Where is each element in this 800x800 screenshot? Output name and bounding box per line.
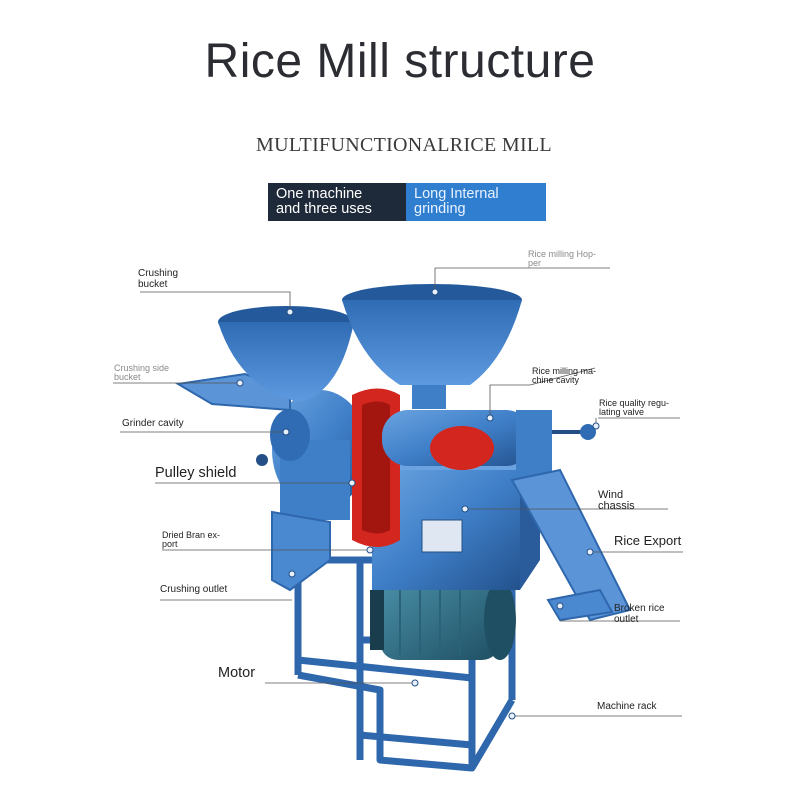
grinder-cavity <box>256 390 368 520</box>
label-broken-rice-outlet-line2: outlet <box>614 614 639 625</box>
label-crushing-side-bucket-line1: Crushing side <box>114 363 170 373</box>
label-rice-milling-cavity-line1: Rice milling ma- <box>532 366 597 376</box>
label-wind-chassis-line1: Wind <box>598 489 624 501</box>
label-machine-rack: Machine rack <box>597 701 657 712</box>
motor-body <box>370 580 516 660</box>
badge-one-machine: One machine and three uses <box>268 183 406 221</box>
label-dried-bran-export: Dried Bran ex- port <box>162 531 220 549</box>
label-dried-bran-export-line2: port <box>162 539 178 549</box>
label-broken-rice-outlet: Broken rice outlet <box>614 603 665 625</box>
page-subtitle: MULTIFUNCTIONALRICE MILL <box>256 134 552 156</box>
label-rice-milling-hopper: Rice milling Hop- per <box>528 250 596 268</box>
badge-one-machine-line1: One machine <box>276 186 363 202</box>
label-crushing-bucket: Crushing bucket <box>138 268 178 290</box>
crushing-bucket <box>218 306 354 402</box>
label-rice-export: Rice Export <box>614 533 682 548</box>
label-wind-chassis-line2: chassis <box>598 500 635 512</box>
leader-dots <box>236 288 600 720</box>
label-crushing-side-bucket-line2: bucket <box>114 372 141 382</box>
page-title: Rice Mill structure <box>204 35 596 88</box>
label-rice-milling-cavity-line2: chine cavity <box>532 375 580 385</box>
rice-milling-cavity <box>382 410 532 470</box>
label-broken-rice-outlet-line1: Broken rice <box>614 603 665 614</box>
badge-long-internal-line2: grinding <box>414 201 466 217</box>
label-crushing-bucket-line1: Crushing <box>138 268 179 279</box>
rice-milling-hopper <box>342 284 522 409</box>
badge-long-internal-line1: Long Internal <box>414 186 499 202</box>
rice-export-chute <box>510 468 632 622</box>
label-rice-quality-valve: Rice quality regu- lating valve <box>599 399 669 417</box>
badge-long-internal: Long Internal grinding <box>406 183 546 221</box>
badge-one-machine-line2: and three uses <box>276 201 372 217</box>
label-dried-bran-export-line1: Dried Bran ex- <box>162 530 221 540</box>
label-rice-quality-valve-line2: lating valve <box>599 407 645 417</box>
label-rice-milling-hopper-line1: Rice milling Hop- <box>528 249 597 259</box>
broken-rice-outlet <box>546 588 614 622</box>
leader-lines <box>113 267 683 717</box>
label-crushing-bucket-line2: bucket <box>138 279 168 290</box>
label-motor: Motor <box>218 665 256 681</box>
dried-bran-export <box>271 510 331 592</box>
pulley-shield <box>352 388 400 547</box>
label-crushing-outlet: Crushing outlet <box>160 584 228 595</box>
label-rice-quality-valve-line1: Rice quality regu- <box>599 398 670 408</box>
label-wind-chassis: Wind chassis <box>598 490 635 512</box>
label-rice-milling-cavity: Rice milling ma- chine cavity <box>532 367 596 385</box>
label-grinder-cavity: Grinder cavity <box>122 418 184 429</box>
label-pulley-shield: Pulley shield <box>155 465 237 481</box>
label-crushing-side-bucket: Crushing side bucket <box>114 364 169 382</box>
label-rice-milling-hopper-line2: per <box>528 258 542 268</box>
